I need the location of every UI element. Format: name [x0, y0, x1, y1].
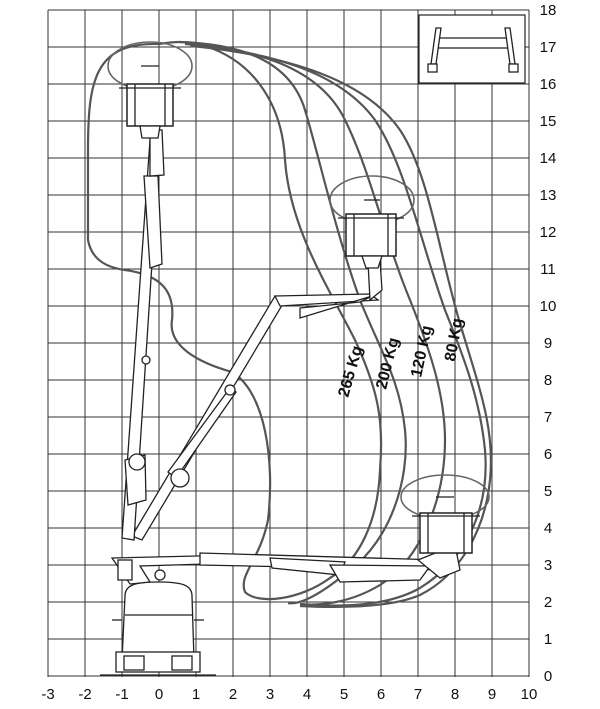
y-tick-label: 2	[544, 594, 552, 611]
working-envelopes	[86, 40, 493, 609]
y-tick-label: 7	[544, 409, 552, 426]
x-axis-ticks: -3 -2 -1 0 1 2 3 4 5 6 7 8 9 10	[41, 686, 537, 703]
x-tick-label: 6	[377, 686, 385, 703]
x-tick-label: 10	[521, 686, 538, 703]
y-tick-label: 6	[544, 446, 552, 463]
y-tick-label: 11	[540, 261, 556, 278]
boom-vertical	[121, 129, 165, 541]
x-tick-label: 8	[451, 686, 459, 703]
vehicle	[100, 581, 216, 676]
x-tick-label: -3	[41, 686, 54, 703]
y-tick-label: 9	[544, 335, 552, 352]
y-tick-label: 4	[544, 520, 552, 537]
x-tick-label: 5	[340, 686, 348, 703]
y-tick-label: 14	[540, 150, 557, 167]
x-tick-label: 7	[414, 686, 422, 703]
y-tick-label: 5	[544, 483, 552, 500]
y-tick-label: 18	[540, 2, 557, 19]
y-tick-label: 13	[540, 187, 557, 204]
load-labels: 265 Kg 200 Kg 120 Kg 80 Kg	[336, 317, 467, 399]
basket-top	[107, 41, 193, 139]
x-tick-label: 1	[192, 686, 200, 703]
y-tick-label: 3	[544, 557, 552, 574]
grid	[47, 9, 530, 677]
load-label-200: 200 Kg	[373, 336, 402, 391]
y-tick-label: 1	[544, 631, 552, 648]
y-tick-label: 0	[544, 668, 552, 685]
x-tick-label: -1	[115, 686, 128, 703]
x-tick-label: 9	[488, 686, 496, 703]
x-tick-label: 2	[229, 686, 237, 703]
x-tick-label: -2	[78, 686, 91, 703]
basket-low	[400, 474, 490, 554]
y-tick-label: 16	[540, 76, 557, 93]
y-tick-label: 17	[540, 39, 557, 56]
boom-diagonal	[131, 259, 383, 541]
x-tick-label: 3	[266, 686, 274, 703]
x-tick-label: 4	[303, 686, 311, 703]
y-tick-label: 15	[540, 113, 557, 130]
y-tick-label: 8	[544, 372, 552, 389]
load-label-120: 120 Kg	[408, 324, 436, 379]
load-label-265: 265 Kg	[336, 344, 367, 399]
outrigger-icon	[427, 27, 519, 73]
y-tick-label: 12	[540, 224, 557, 241]
x-tick-label: 0	[155, 686, 163, 703]
y-tick-label: 10	[540, 298, 557, 315]
basket-mid	[329, 175, 415, 269]
